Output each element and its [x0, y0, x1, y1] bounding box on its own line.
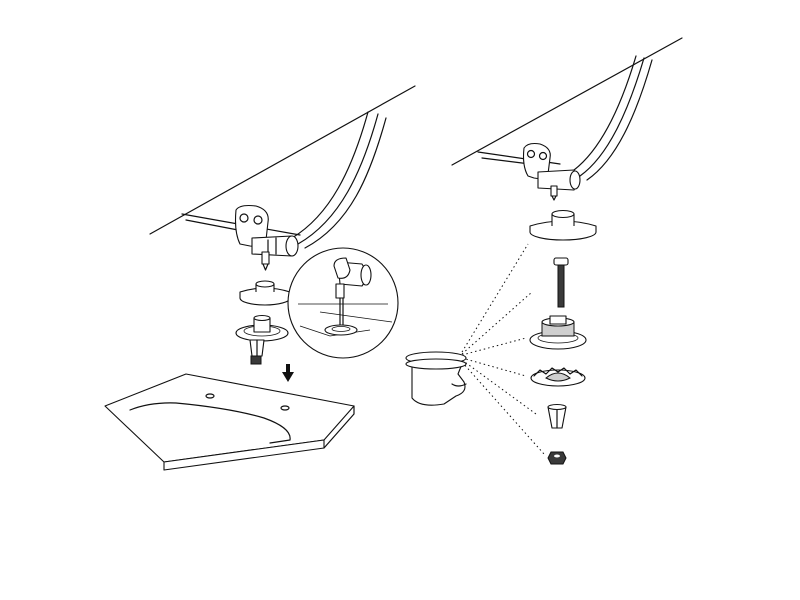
top-cap-left — [239, 280, 291, 306]
hinge-left — [234, 204, 299, 271]
detail-magnifier — [287, 247, 399, 359]
expansion-anchor-left — [249, 339, 265, 365]
flange-base-right — [529, 315, 587, 350]
hinge-right — [522, 142, 581, 201]
bolt — [553, 257, 569, 308]
seat-lid-right — [451, 37, 683, 181]
toilet-bowl — [405, 351, 467, 406]
top-cap-right — [529, 209, 597, 241]
expansion-anchor-right — [547, 403, 567, 429]
leader-lines — [461, 243, 545, 455]
gear-washer — [530, 367, 586, 387]
seat-lid-left — [149, 85, 416, 249]
down-arrow — [282, 364, 294, 382]
flange-base-left — [235, 314, 289, 342]
basin-surface — [104, 373, 355, 471]
right-panel — [405, 37, 683, 465]
left-panel — [104, 85, 416, 471]
nut — [547, 451, 567, 465]
